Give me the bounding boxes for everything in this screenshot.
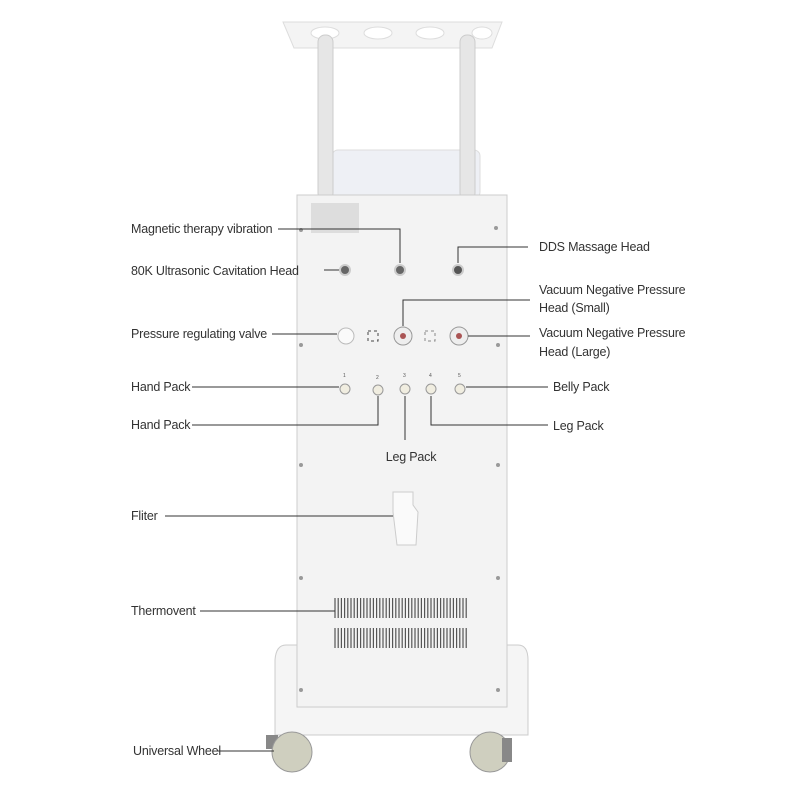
label-vacuum-small-line1: Vacuum Negative Pressure [539,283,686,297]
port-2 [372,384,384,396]
port-5 [454,383,466,395]
pole-left [317,34,334,201]
screen-back [331,149,481,199]
connector-cavitation [339,264,351,276]
indicator-right [424,330,436,342]
handle-rack [282,21,503,49]
label-hand-pack-1: Hand Pack [131,380,191,394]
label-fliter: Fliter [131,509,158,523]
connector-magnetic [394,264,406,276]
wheel-right [469,731,512,773]
label-vacuum-small-line2: Head (Small) [539,301,610,315]
vent-bottom [334,628,467,648]
label-hand-pack-2: Hand Pack [131,418,191,432]
port-number: 4 [429,373,432,379]
port-number: 3 [403,373,406,379]
wheel-left [266,731,313,773]
port-number: 1 [343,373,346,379]
label-thermovent: Thermovent [131,604,196,618]
label-belly-pack: Belly Pack [553,380,610,394]
main-body [296,194,508,708]
port-number: 5 [458,373,461,379]
connector-vacuum-large [449,326,469,346]
label-cavitation-head: 80K Ultrasonic Cavitation Head [131,264,299,278]
indicator-left [367,330,379,342]
label-leg-pack-right: Leg Pack [553,419,604,433]
pressure-valve-knob [337,327,355,345]
label-vacuum-large-line2: Head (Large) [539,345,610,359]
port-number: 2 [376,375,379,381]
port-3 [399,383,411,395]
filter [392,491,419,546]
vent-top [334,598,467,618]
label-vacuum-large-line1: Vacuum Negative Pressure [539,326,686,340]
label-magnetic-therapy: Magnetic therapy vibration [131,222,273,236]
label-leg-pack-center: Leg Pack [386,450,437,464]
connector-dds [452,264,464,276]
spec-plate [311,203,359,233]
connector-vacuum-small [393,326,413,346]
pole-right [459,34,476,201]
label-pressure-valve: Pressure regulating valve [131,327,267,341]
port-4 [425,383,437,395]
label-universal-wheel: Universal Wheel [133,744,221,758]
port-1 [339,383,351,395]
label-dds-massage-head: DDS Massage Head [539,240,650,254]
